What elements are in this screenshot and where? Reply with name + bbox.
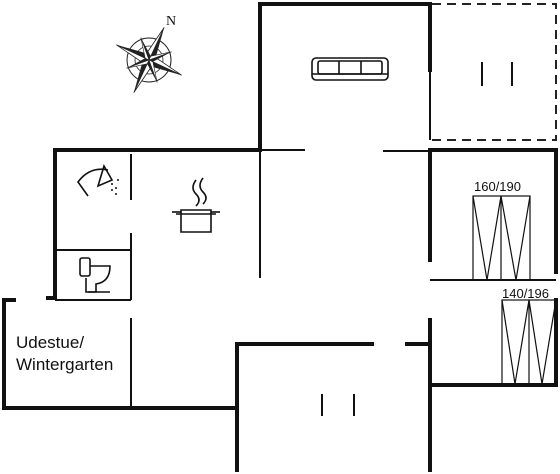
bed-size-label: 160/190 (474, 179, 521, 194)
compass-north-label: N (166, 14, 177, 29)
interior-walls (55, 62, 556, 408)
double-bed-icon (472, 195, 531, 281)
room-label-sunroom-line1: Udestue/ (16, 333, 85, 352)
toilet-icon (79, 257, 111, 293)
cooking-pot-icon (172, 177, 220, 233)
compass-rose-icon (116, 27, 182, 93)
terrace-outline (432, 3, 557, 141)
door-icon (321, 62, 513, 416)
double-bed-icon (501, 299, 557, 385)
bed-size-label: 140/196 (502, 286, 549, 301)
shower-icon (77, 163, 119, 197)
room-label-sunroom-line2: Wintergarten (16, 355, 114, 374)
sofa-icon (311, 57, 389, 81)
